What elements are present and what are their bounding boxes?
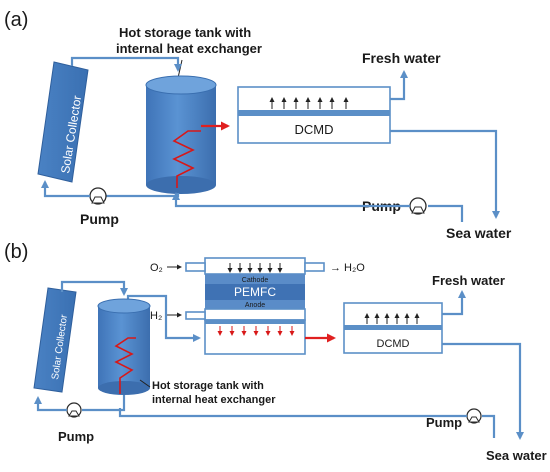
panel-a-pump-to-collector-pipe — [41, 180, 90, 198]
panel-b-tank-to-pump-pipe — [82, 395, 126, 412]
panel-a-dcmd-module: DCMD — [237, 86, 391, 144]
panel-b-letter: (b) — [4, 241, 28, 263]
panel-b-sea-water-label: Sea water — [486, 448, 547, 463]
panel-b-cold-return-pipe — [118, 408, 467, 418]
panel-b-h2o-label: → H₂O — [330, 262, 365, 274]
panel-b-pemfc-label: PEMFC — [234, 285, 276, 299]
panel-b-pump-left-label: Pump — [58, 429, 94, 444]
panel-a-brine-out-pipe — [390, 129, 500, 219]
panel-b-anode-label: Anode — [245, 302, 265, 309]
panel-b-tank-label-line2: internal heat exchanger — [152, 394, 276, 406]
panel-b-tank-label-line1: Hot storage tank with — [152, 380, 264, 392]
panel-a-pump-left-label: Pump — [80, 211, 119, 227]
panel-b-tank-leader-line — [139, 379, 151, 388]
panel-a-dcmd-label: DCMD — [295, 122, 334, 137]
panel-b-heat-arrows — [217, 326, 295, 336]
panel-a-tank-to-pump-pipe — [106, 193, 180, 198]
panel-a-tank-label-line1: Hot storage tank with — [119, 25, 251, 40]
panel-a-solar-collector: Solar Collector — [37, 61, 89, 183]
panel-b-h2-label: H₂ — [150, 310, 162, 322]
panel-b-fresh-water-label: Fresh water — [432, 273, 505, 288]
panel-a-letter: (a) — [4, 9, 28, 31]
panel-b-o2-label: O₂ — [150, 262, 163, 274]
panel-a-tank-label-line2: internal heat exchanger — [116, 41, 262, 56]
panel-b-dcmd-module: DCMD — [343, 302, 443, 354]
panel-b-pump-right — [466, 408, 482, 424]
panel-a-cold-return-pipe — [172, 192, 410, 208]
panel-a-storage-tank — [145, 75, 217, 194]
panel-b-top-down-arrows — [227, 263, 283, 273]
panel-b-dcmd-label: DCMD — [377, 338, 410, 350]
panel-b-solar-collector: Solar Collector — [33, 287, 77, 393]
panel-b-pipe-tank-to-pemfc — [126, 294, 201, 342]
panel-a-vapor-arrows — [269, 97, 349, 109]
panel-b-cathode-label: Cathode — [242, 277, 269, 284]
panel-a-sea-water-intake-pipe — [428, 204, 464, 222]
panel-b-heat-exchanger-coil — [114, 337, 136, 394]
panel-b-pump-left — [66, 402, 82, 418]
panel-a-pipe-collector-to-tank — [70, 56, 182, 72]
panel-b-pump-right-label: Pump — [426, 415, 462, 430]
panel-b-pipe-collector-to-tank — [60, 280, 128, 296]
panel-a: (a) Hot storage tank with internal heat … — [4, 9, 512, 241]
panel-b-sea-water-intake-pipe — [482, 414, 496, 438]
panel-a-heat-exchanger-coil — [172, 130, 201, 188]
panel-a-pump-right — [409, 197, 427, 215]
panel-a-fresh-water-label: Fresh water — [362, 50, 441, 66]
panel-a-pump-left — [89, 187, 107, 205]
panel-b-pemfc-stack: Cathode PEMFC Anode — [185, 257, 325, 355]
panel-b-vapor-arrows — [364, 313, 420, 324]
panel-b-brine-out-pipe — [442, 342, 524, 440]
panel-b-pump-to-collector-pipe — [34, 396, 67, 412]
panel-b-storage-tank — [97, 298, 151, 395]
panel-a-sea-water-label: Sea water — [446, 225, 512, 241]
panel-b-fresh-water-pipe — [442, 290, 466, 316]
panel-b: (b) Cathode PEMFC Anode — [4, 241, 547, 463]
panel-a-fresh-water-pipe — [390, 70, 408, 101]
